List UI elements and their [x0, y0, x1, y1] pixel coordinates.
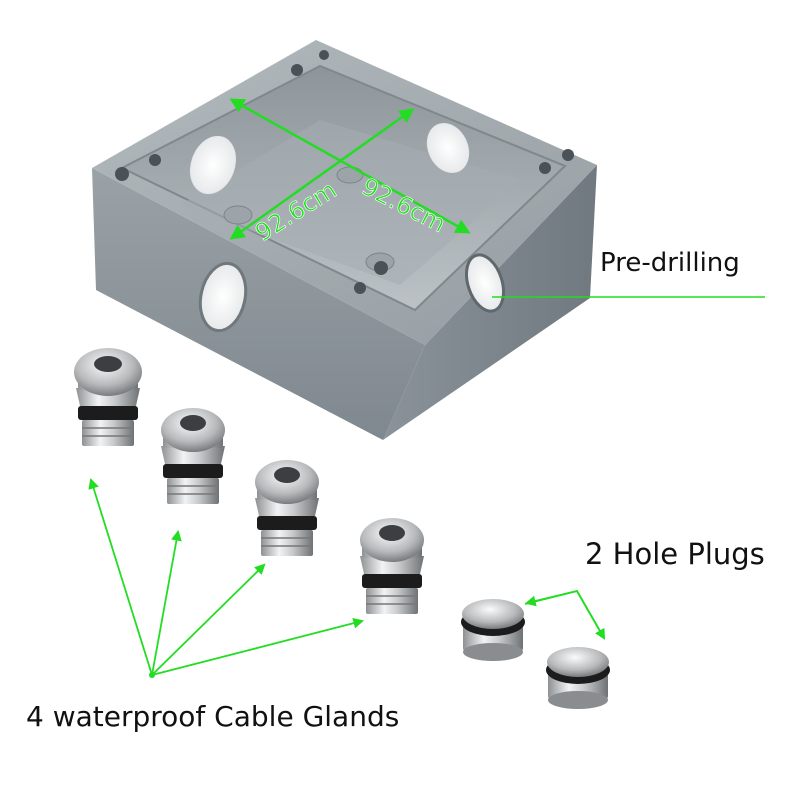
hole-plug-1	[461, 599, 525, 661]
cable-gland-1	[74, 348, 142, 446]
cable-gland-2	[161, 408, 225, 504]
hole-plug-arrows	[524, 589, 606, 640]
cable-gland-arrows	[88, 477, 365, 678]
cable-glands-label: 4 waterproof Cable Glands	[26, 700, 400, 733]
cable-gland-4	[360, 518, 424, 614]
hole-plug-2	[546, 647, 610, 709]
pre-drilling-label: Pre-drilling	[600, 248, 740, 278]
enclosure-box	[92, 40, 597, 440]
hole-plugs-label: 2 Hole Plugs	[585, 537, 765, 571]
cable-gland-3	[255, 460, 319, 556]
